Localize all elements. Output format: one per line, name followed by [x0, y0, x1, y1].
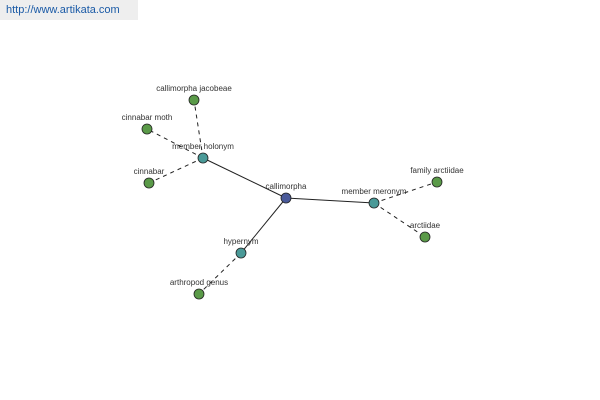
node-label-member-meronym: member meronym — [342, 187, 407, 196]
url-bar: http://www.artikata.com — [0, 0, 138, 20]
nodes-layer: callimorpha member holonym member meronym h… — [122, 84, 464, 300]
node-family-arctiidae[interactable]: family arctiidae — [410, 166, 464, 188]
node-arthropod-genus[interactable]: arthropod genus — [170, 278, 228, 300]
node-circle-member-holonym[interactable] — [197, 152, 209, 164]
node-circle-family-arctiidae[interactable] — [431, 176, 443, 188]
node-label-callimorpha-jacobeae: callimorpha jacobeae — [156, 84, 232, 93]
edges-layer — [146, 99, 438, 295]
node-label-arctiidae: arctiidae — [410, 221, 441, 230]
edge-hypernym-to-arthropod-genus — [198, 252, 242, 295]
node-circle-cinnabar[interactable] — [143, 177, 155, 189]
node-hypernym[interactable]: hypernym — [223, 237, 259, 259]
node-cinnabar-moth[interactable]: cinnabar moth — [122, 113, 173, 135]
edge-member-meronym-to-arctiidae — [373, 202, 426, 238]
node-label-cinnabar: cinnabar — [134, 167, 165, 176]
edge-callimorpha-to-member-meronym — [285, 197, 375, 204]
node-label-arthropod-genus: arthropod genus — [170, 278, 228, 287]
edge-callimorpha-to-hypernym — [240, 197, 287, 254]
node-circle-cinnabar-moth[interactable] — [141, 123, 153, 135]
node-arctiidae[interactable]: arctiidae — [410, 221, 441, 243]
node-callimorpha-jacobeae[interactable]: callimorpha jacobeae — [156, 84, 232, 106]
node-circle-hypernym[interactable] — [235, 247, 247, 259]
node-member-meronym[interactable]: member meronym — [342, 187, 407, 209]
node-callimorpha[interactable]: callimorpha — [266, 182, 307, 204]
node-circle-arctiidae[interactable] — [419, 231, 431, 243]
node-label-cinnabar-moth: cinnabar moth — [122, 113, 173, 122]
edge-member-holonym-to-cinnabar-moth — [146, 128, 204, 159]
node-label-callimorpha: callimorpha — [266, 182, 307, 191]
node-label-family-arctiidae: family arctiidae — [410, 166, 464, 175]
site-url-link[interactable]: http://www.artikata.com — [6, 4, 120, 16]
node-circle-member-meronym[interactable] — [368, 197, 380, 209]
edge-member-holonym-to-cinnabar — [148, 157, 204, 184]
node-circle-callimorpha-jacobeae[interactable] — [188, 94, 200, 106]
node-member-holonym[interactable]: member holonym — [172, 142, 234, 164]
node-label-hypernym: hypernym — [223, 237, 258, 246]
node-circle-callimorpha[interactable] — [280, 192, 292, 204]
edge-callimorpha-to-member-holonym — [202, 157, 287, 199]
node-cinnabar[interactable]: cinnabar — [134, 167, 165, 189]
edge-member-holonym-to-callimorpha-jacobeae — [193, 99, 204, 159]
edge-member-meronym-to-family-arctiidae — [373, 181, 438, 204]
node-circle-arthropod-genus[interactable] — [193, 288, 205, 300]
node-label-member-holonym: member holonym — [172, 142, 234, 151]
